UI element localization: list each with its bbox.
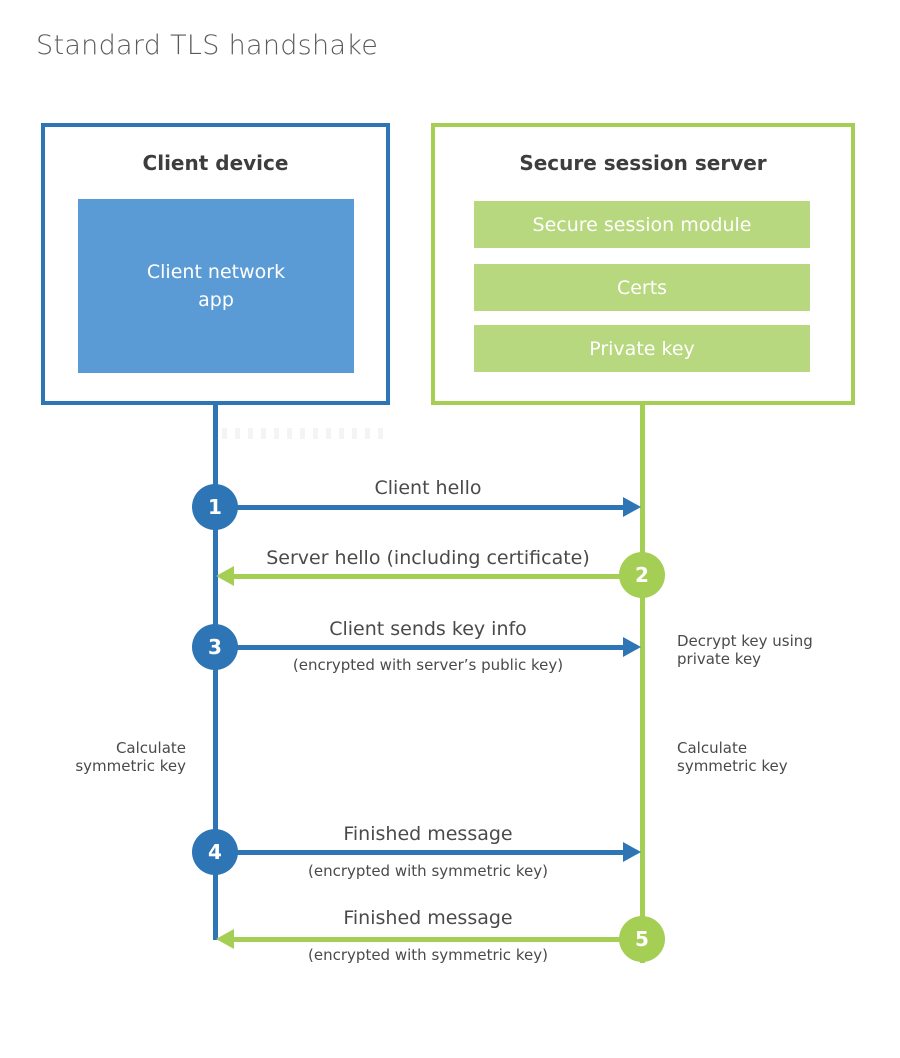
arrow-finished-client [217, 842, 641, 862]
faint-dashed-line [222, 428, 388, 439]
message-sublabel-finished-server: (encrypted with symmetric key) [308, 946, 548, 964]
arrow-shaft [233, 574, 642, 579]
arrow-head-right-icon [623, 637, 641, 657]
server-lifeline [640, 404, 645, 963]
server-title: Secure session server [519, 151, 767, 175]
arrow-head-right-icon [623, 497, 641, 517]
arrow-shaft [233, 937, 642, 942]
arrow-client-key-info [217, 637, 641, 657]
arrow-shaft [217, 645, 624, 650]
server-box: Secure session server Secure session mod… [431, 123, 855, 405]
arrow-finished-server [216, 929, 642, 949]
arrow-head-right-icon [623, 842, 641, 862]
client-device-title: Client device [142, 151, 289, 175]
arrow-shaft [215, 505, 624, 510]
message-sublabel-finished-client: (encrypted with symmetric key) [308, 862, 548, 880]
server-module-secure-session: Secure session module [474, 201, 810, 248]
page-title: Standard TLS handshake [36, 30, 379, 61]
step-circle-2: 2 [619, 552, 665, 598]
client-lifeline [213, 404, 218, 940]
step-circle-5: 5 [619, 916, 665, 962]
server-module-private-key: Private key [474, 325, 810, 372]
server-module-certs: Certs [474, 264, 810, 311]
arrow-head-left-icon [216, 566, 234, 586]
message-label-server-hello: Server hello (including certificate) [266, 547, 590, 569]
message-label-client-hello: Client hello [374, 477, 482, 499]
arrow-shaft [217, 850, 624, 855]
message-sublabel-client-key-info: (encrypted with server’s public key) [292, 656, 564, 674]
step-circle-4: 4 [192, 829, 238, 875]
client-device-box: Client device Client network app [41, 123, 390, 405]
message-label-client-key-info: Client sends key info [329, 618, 527, 640]
arrow-server-hello [216, 566, 642, 586]
message-label-finished-client: Finished message [343, 823, 513, 845]
note-decrypt-key: Decrypt key using private key [677, 632, 813, 668]
note-calculate-symmetric-key-client: Calculate symmetric key [75, 739, 186, 775]
step-circle-3: 3 [192, 624, 238, 670]
message-label-finished-server: Finished message [343, 907, 513, 929]
client-network-app-box: Client network app [78, 199, 354, 373]
arrow-client-hello [215, 497, 641, 517]
step-circle-1: 1 [192, 484, 238, 530]
arrow-head-left-icon [216, 929, 234, 949]
note-calculate-symmetric-key-server: Calculate symmetric key [677, 739, 788, 775]
